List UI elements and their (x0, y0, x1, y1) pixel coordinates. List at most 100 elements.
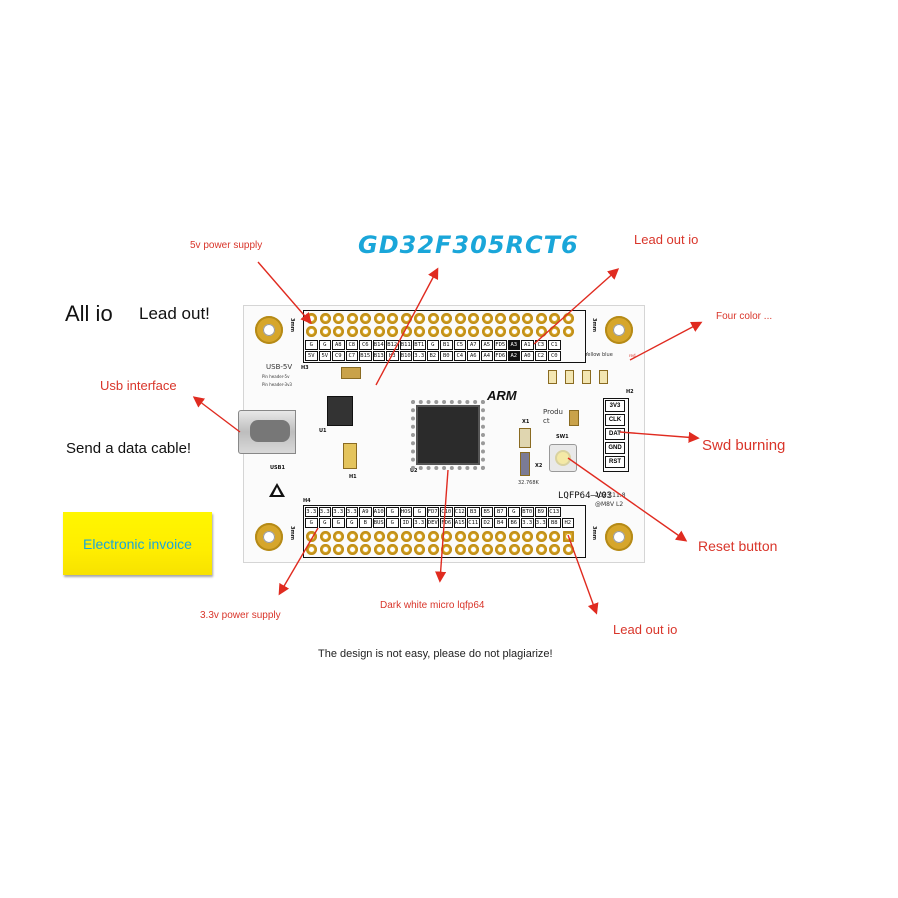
arrow-swd (619, 431, 700, 443)
pin-label: A8 (332, 340, 345, 350)
header-pin (535, 326, 547, 337)
header-pin (481, 313, 493, 324)
header-pin (535, 544, 547, 555)
ct-label: ct (543, 417, 550, 425)
label-lead-out-top: Lead out io (634, 232, 699, 247)
pin-label: FD6 (440, 518, 453, 528)
header-pin (360, 544, 371, 555)
red-label: red (629, 353, 636, 358)
top-pin-header (303, 310, 586, 363)
pin-label: C0 (548, 351, 561, 361)
header-pin (400, 326, 412, 337)
pin-label: A7 (467, 340, 480, 350)
pin-label: A10 (372, 507, 385, 517)
header-pin (549, 313, 560, 324)
header-pin (549, 326, 560, 337)
header-pin (468, 326, 479, 337)
mount-hole-br (605, 523, 633, 551)
h2-label: H2 (626, 389, 634, 395)
header-pin (333, 326, 344, 337)
pin-label: 5V (305, 351, 318, 361)
arrow-lead-bottom (567, 534, 599, 615)
header-pin (346, 313, 358, 324)
header-pin (306, 544, 317, 555)
header-pin (319, 531, 331, 542)
mount-hole-tr (605, 316, 633, 344)
header-pin (306, 326, 317, 337)
header-pin (306, 531, 317, 542)
header-pin (427, 544, 439, 555)
date-label: 2023.11.8 (595, 492, 626, 499)
pin-label: B1 (440, 340, 453, 350)
pin-label: 3.3 (521, 518, 534, 528)
header-pin (508, 544, 520, 555)
header-pin (414, 531, 425, 542)
pin-label: G (305, 340, 318, 350)
led-1 (548, 370, 557, 384)
header-pin (495, 326, 506, 337)
pin-label: G (332, 518, 345, 528)
pin-label: A3 (507, 340, 520, 350)
header-pin (427, 313, 439, 324)
pin-label: G (413, 507, 426, 517)
header-pin (400, 531, 412, 542)
header-pin (508, 313, 520, 324)
header-pin (427, 326, 439, 337)
pin-label: B9 (534, 507, 547, 517)
pin-label: G (345, 518, 358, 528)
header-pin (522, 531, 533, 542)
label-5v-power: 5v power supply (190, 240, 263, 251)
header-pin (454, 544, 466, 555)
swd-pin-clk: CLK (605, 414, 625, 426)
pin-label: HOS (399, 507, 412, 517)
header-pin (346, 531, 358, 542)
header-pin (508, 531, 520, 542)
header-pin (387, 531, 398, 542)
header-pin (333, 531, 344, 542)
pin-label: 3.3 (305, 507, 318, 517)
crystal-x1 (519, 428, 531, 448)
pin-label: H2 (561, 518, 574, 528)
pin-label: G (426, 340, 439, 350)
pin-label: B13 (372, 351, 385, 361)
u2-label: U2 (410, 468, 418, 474)
pin-label: FD5 (494, 340, 507, 350)
top-pin-row-2 (306, 326, 576, 337)
header-pin (441, 326, 452, 337)
header-pin (360, 313, 371, 324)
pin-label: A2 (507, 351, 520, 361)
header-pin (562, 326, 574, 337)
pin-label: 3.3 (318, 507, 331, 517)
header-pin (522, 326, 533, 337)
header-pin (495, 531, 506, 542)
swd-pin-dat: DAT (605, 428, 625, 440)
header-pin (441, 313, 452, 324)
header-pin (373, 531, 385, 542)
arrow-reset (567, 457, 688, 542)
pin-label: G (318, 518, 331, 528)
pin-label: B6 (507, 518, 520, 528)
pin-label: D2 (480, 518, 493, 528)
package-label: LQFP64—V03 (558, 491, 613, 501)
x1-label: X1 (522, 419, 530, 425)
regulator-u1 (327, 396, 353, 426)
header-pin (562, 544, 574, 555)
header-pin (387, 326, 398, 337)
pin-label: C12 (453, 507, 466, 517)
produ-label: Produ (543, 408, 563, 416)
arrow-usb (192, 396, 241, 433)
pin-label: B3 (467, 507, 480, 517)
electronic-invoice-badge: Electronic invoice (63, 512, 212, 575)
pin-label: C1 (548, 340, 561, 350)
pin-label: B15 (359, 351, 372, 361)
header-pin (333, 313, 344, 324)
pin-label: C5 (453, 340, 466, 350)
inductor (341, 367, 361, 379)
reset-button-sw1[interactable] (549, 444, 577, 472)
pin-label: ID (399, 518, 412, 528)
pin-label: A15 (453, 518, 466, 528)
